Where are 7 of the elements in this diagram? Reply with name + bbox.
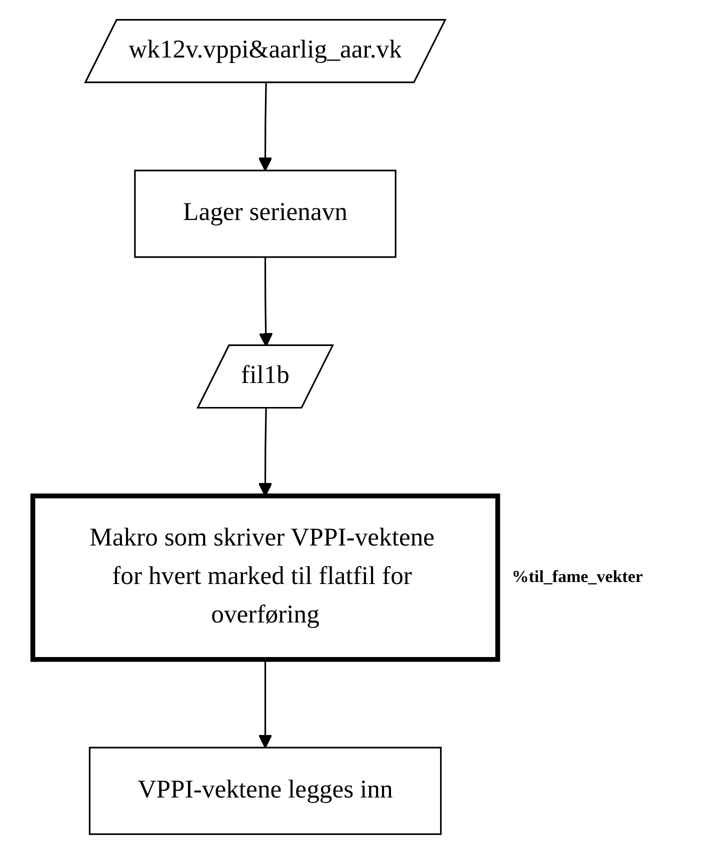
arrow xyxy=(258,659,272,748)
node-box xyxy=(134,170,396,258)
node-box xyxy=(88,746,442,835)
macro-name: %til_fame_vekter xyxy=(512,566,643,587)
arrow xyxy=(258,83,272,172)
flowchart: wk12v.vppi&aarlig_aar.vk Lager serienavn fil1b Makro som skriver VPPI-vektene for hvert marked til flatfil for overføring VPPI-vektene legges inn xyxy=(20,7,511,847)
node-box xyxy=(30,494,500,662)
